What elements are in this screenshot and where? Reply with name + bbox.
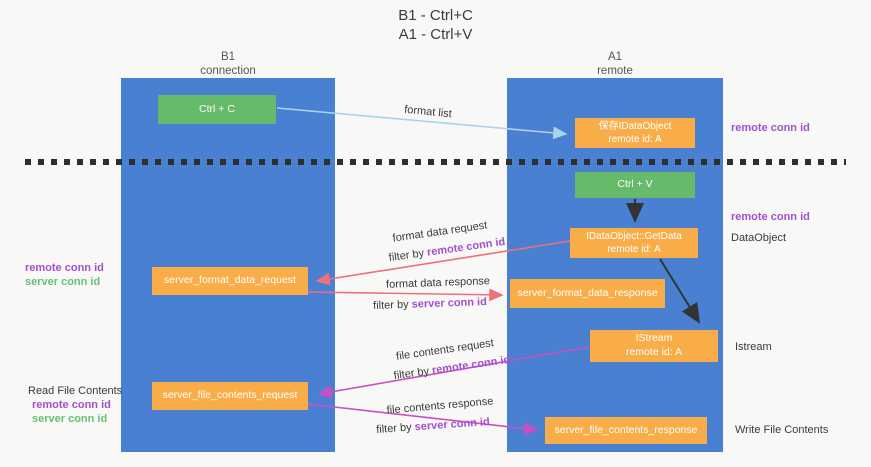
annotation-remote-conn-id-mid: remote conn id (731, 211, 810, 223)
node-save-idataobject-line1: 保存IDataObject (598, 121, 672, 132)
label-filter-by-server-2: filter by server conn id (376, 416, 490, 436)
label-format-data-response: format data response (385, 275, 491, 291)
annotation-left-server-conn-id-1: server conn id (25, 276, 101, 288)
annotation-dataobject: DataObject (731, 232, 787, 244)
node-idataobject-getdata: IDataObject::GetData remote id: A (570, 228, 698, 258)
left-column-header: B1 connection (121, 50, 335, 78)
annotation-left-server-conn-id-2: server conn id (32, 413, 108, 425)
server-conn-id-text: server conn id (411, 296, 488, 311)
remote-conn-id-text: remote conn id (431, 353, 511, 377)
diagram-title: B1 - Ctrl+C A1 - Ctrl+V (0, 6, 871, 44)
title-line-1: B1 - Ctrl+C (398, 7, 473, 24)
annotation-istream: Istream (735, 341, 772, 353)
label-format-list: format list (403, 103, 453, 121)
node-server-file-contents-response-label: server_file_contents_response (554, 423, 698, 436)
annotation-remote-conn-id-top: remote conn id (731, 122, 810, 134)
node-server-format-data-request: server_format_data_request (152, 267, 308, 295)
format-data-response-arrow (307, 288, 504, 302)
node-server-file-contents-request-label: server_file_contents_request (162, 389, 298, 402)
right-column-name: A1 (607, 51, 623, 63)
node-idataobject-getdata-line2: remote id: A (607, 244, 661, 255)
label-file-contents-response: file contents response (386, 395, 494, 417)
node-ctrl-c: Ctrl + C (158, 95, 276, 124)
filter-by-text: filter by (393, 365, 430, 383)
label-filter-by-server-1: filter by server conn id (373, 296, 487, 312)
node-idataobject-getdata-line1: IDataObject::GetData (586, 231, 682, 242)
filter-by-text: filter by (375, 421, 413, 436)
annotation-left-remote-conn-id-1: remote conn id (25, 262, 104, 274)
node-server-file-contents-response: server_file_contents_response (545, 417, 707, 444)
title-line-2: A1 - Ctrl+V (398, 26, 473, 43)
node-save-idataobject: 保存IDataObject remote id: A (575, 118, 695, 148)
right-column-role: remote (597, 65, 633, 77)
node-save-idataobject-line2: remote id: A (608, 134, 662, 145)
left-column-name: B1 (220, 51, 236, 63)
node-ctrl-v-label: Ctrl + V (617, 178, 653, 191)
filter-by-text: filter by (372, 298, 409, 312)
node-server-format-data-response-label: server_format_data_response (517, 286, 658, 299)
node-istream-line1: IStream (635, 332, 673, 345)
node-istream-line2: remote id: A (625, 346, 683, 358)
annotation-left-remote-conn-id-2: remote conn id (32, 399, 111, 411)
remote-conn-id-text: remote conn id (426, 235, 506, 259)
annotation-write-file-contents: Write File Contents (735, 424, 829, 436)
node-server-file-contents-request: server_file_contents_request (152, 382, 308, 410)
right-column-header: A1 remote (507, 50, 723, 78)
node-server-format-data-response: server_format_data_response (510, 279, 665, 308)
filter-by-text: filter by (388, 247, 425, 265)
node-server-format-data-request-label: server_format_data_request (164, 274, 296, 287)
node-ctrl-c-label: Ctrl + C (199, 102, 235, 115)
phase-separator-dashed-line (25, 159, 846, 165)
left-column-role: connection (200, 65, 256, 77)
node-istream: IStream remote id: A (590, 330, 718, 362)
node-ctrl-v: Ctrl + V (575, 172, 695, 198)
server-conn-id-text: server conn id (414, 416, 491, 434)
annotation-read-file-contents: Read File Contents (28, 385, 123, 397)
